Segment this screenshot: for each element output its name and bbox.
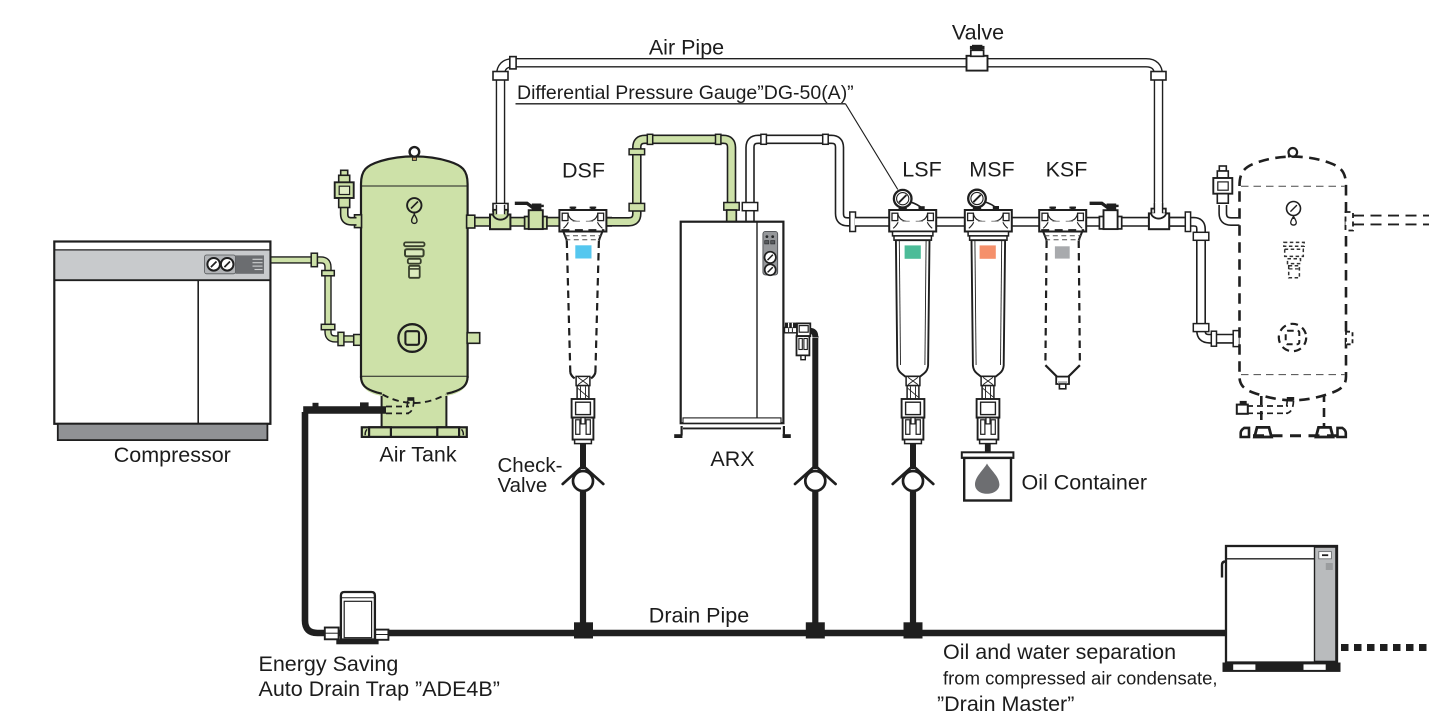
svg-text:LSF: LSF <box>902 158 941 182</box>
svg-text:Valve: Valve <box>952 21 1004 45</box>
svg-text:Auto Drain Trap ”ADE4B”: Auto Drain Trap ”ADE4B” <box>259 677 500 701</box>
svg-text:ARX: ARX <box>710 447 754 471</box>
svg-text:Valve: Valve <box>498 474 548 497</box>
svg-text:Oil and water separation: Oil and water separation <box>943 640 1176 664</box>
svg-text:Drain Pipe: Drain Pipe <box>649 604 749 628</box>
svg-text:Air Pipe: Air Pipe <box>649 36 724 60</box>
svg-text:Differential Pressure Gauge”DG: Differential Pressure Gauge”DG-50(A)” <box>517 82 854 104</box>
svg-text:”Drain Master”: ”Drain Master” <box>937 692 1074 716</box>
svg-text:Compressor: Compressor <box>114 443 231 467</box>
svg-text:KSF: KSF <box>1046 158 1088 182</box>
svg-text:Oil Container: Oil Container <box>1022 471 1147 495</box>
svg-text:Check-: Check- <box>498 454 563 477</box>
svg-text:MSF: MSF <box>969 158 1014 182</box>
svg-text:DSF: DSF <box>562 159 605 183</box>
svg-text:from compressed air condensate: from compressed air condensate, <box>943 668 1218 689</box>
svg-text:Air Tank: Air Tank <box>379 443 457 467</box>
svg-text:Energy Saving: Energy Saving <box>259 652 399 676</box>
